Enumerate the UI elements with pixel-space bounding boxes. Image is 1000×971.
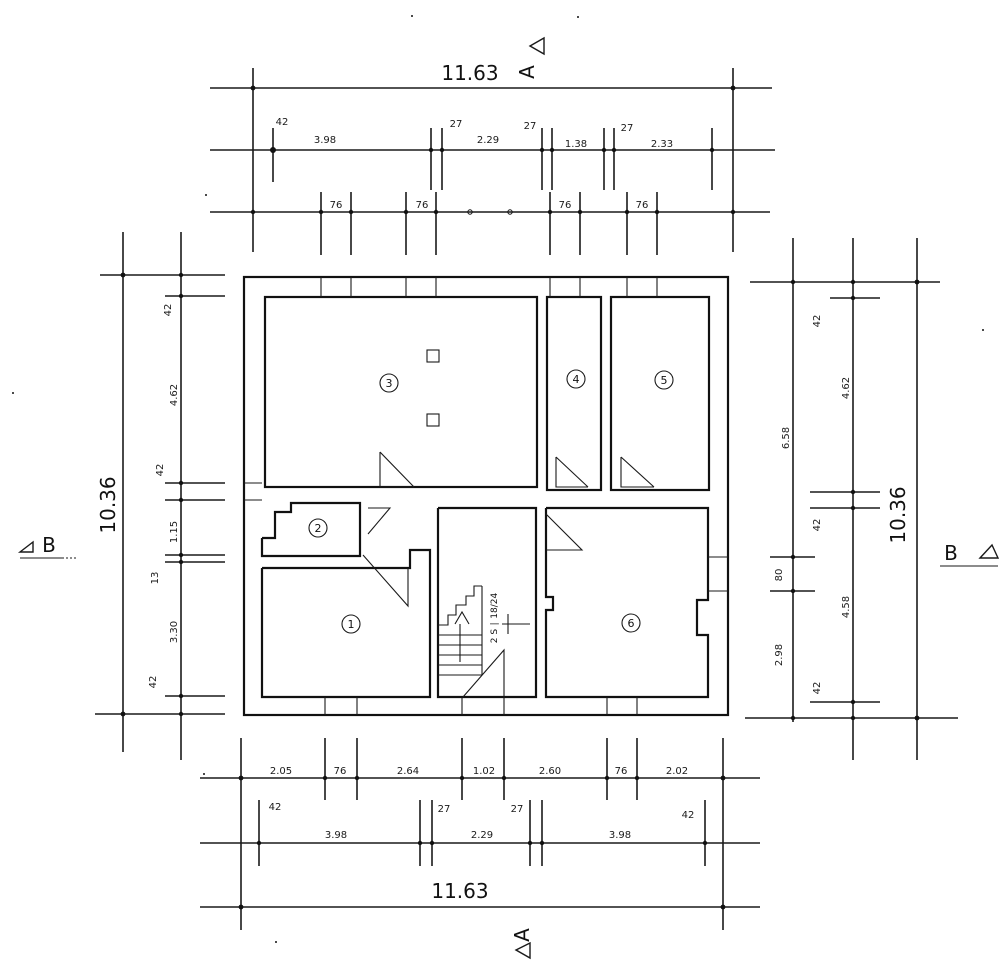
right-inner-dim-2: 80 <box>774 569 785 582</box>
section-mark-b-left: B <box>17 533 76 559</box>
bottom-dim-4: 1.02 <box>473 766 495 777</box>
section-b-right-label: B <box>944 541 958 565</box>
bottom-dim-3: 2.64 <box>397 766 419 777</box>
top-dim-7: 27 <box>621 123 634 134</box>
bottom-dim-9: 3.98 <box>325 830 347 841</box>
top-dim-11: 76 <box>559 200 572 211</box>
overall-width-top-label: 11.63 <box>441 61 498 85</box>
bottom-dim-12: 27 <box>511 804 524 815</box>
right-inner-dim-3: 2.98 <box>774 644 785 666</box>
room-labels: 1 2 3 4 5 6 <box>308 369 674 634</box>
bottom-dim-1: 2.05 <box>270 766 292 777</box>
right-dim-1: 42 <box>812 315 823 328</box>
bottom-dim-5: 2.60 <box>539 766 561 777</box>
staircase: 2 S ∣ 18/24 <box>438 585 530 676</box>
room-1-label: 1 <box>348 618 355 631</box>
right-dim-3: 42 <box>812 519 823 532</box>
room-6-label: 6 <box>628 617 635 630</box>
section-mark-a-top: A <box>515 36 545 79</box>
top-dim-8: 2.33 <box>651 139 673 150</box>
right-dimension-chains: 6.58 80 2.98 42 4.62 42 4.58 42 10.36 <box>745 238 958 760</box>
bottom-dim-10: 27 <box>438 804 451 815</box>
top-dim-1: 42 <box>276 117 289 128</box>
room-3-label: 3 <box>386 377 393 390</box>
top-dim-10: 76 <box>416 200 429 211</box>
bottom-dim-8: 42 <box>269 802 282 813</box>
right-dim-5: 42 <box>812 682 823 695</box>
right-inner-dim-1: 6.58 <box>781 427 792 449</box>
scan-specks <box>12 15 984 943</box>
top-dim-4: 2.29 <box>477 135 499 146</box>
bottom-dim-11: 2.29 <box>471 830 493 841</box>
room-4-label: 4 <box>573 373 580 386</box>
top-dim-5: 27 <box>524 121 537 132</box>
stair-label: 2 S ∣ 18/24 <box>490 593 500 644</box>
bottom-dimension-chains: 2.05 76 2.64 1.02 2.60 76 2.02 42 3.98 2… <box>200 738 760 930</box>
overall-height-right-label: 10.36 <box>886 486 910 543</box>
bottom-dim-7: 2.02 <box>666 766 688 777</box>
section-a-top-label: A <box>515 65 539 79</box>
left-dim-4: 1.15 <box>169 521 180 543</box>
section-b-left-label: B <box>42 533 56 557</box>
top-dimension-chains: 11.63 42 3.98 27 2.29 27 1.38 27 2.33 <box>210 61 775 255</box>
top-dim-9: 76 <box>330 200 343 211</box>
building-walls <box>242 275 730 717</box>
bottom-dim-14: 42 <box>682 810 695 821</box>
section-a-bottom-label: A <box>510 928 534 942</box>
overall-height-left-label: 10.36 <box>96 476 120 533</box>
left-dim-2: 4.62 <box>169 384 180 406</box>
left-dim-1: 42 <box>163 304 174 317</box>
overall-width-bottom-label: 11.63 <box>431 879 488 903</box>
bottom-dim-13: 3.98 <box>609 830 631 841</box>
top-dim-3: 27 <box>450 119 463 130</box>
top-dim-12: 76 <box>636 200 649 211</box>
bottom-dim-2: 76 <box>334 766 347 777</box>
bottom-dim-6: 76 <box>615 766 628 777</box>
left-dim-6: 3.30 <box>169 621 180 643</box>
section-mark-a-bottom: A <box>510 928 534 960</box>
right-dim-4: 4.58 <box>841 596 852 618</box>
right-dim-2: 4.62 <box>841 377 852 399</box>
section-mark-b-right: B <box>940 541 1000 567</box>
room-5-label: 5 <box>661 374 668 387</box>
room-2-label: 2 <box>315 522 322 535</box>
left-dim-7: 42 <box>148 676 159 689</box>
top-dim-2: 3.98 <box>314 135 336 146</box>
left-dim-5: 13 <box>150 572 161 585</box>
left-dim-3: 42 <box>155 464 166 477</box>
top-dim-6: 1.38 <box>565 139 587 150</box>
left-dimension-chains: 42 4.62 42 1.15 13 3.30 42 10.36 <box>95 232 225 760</box>
